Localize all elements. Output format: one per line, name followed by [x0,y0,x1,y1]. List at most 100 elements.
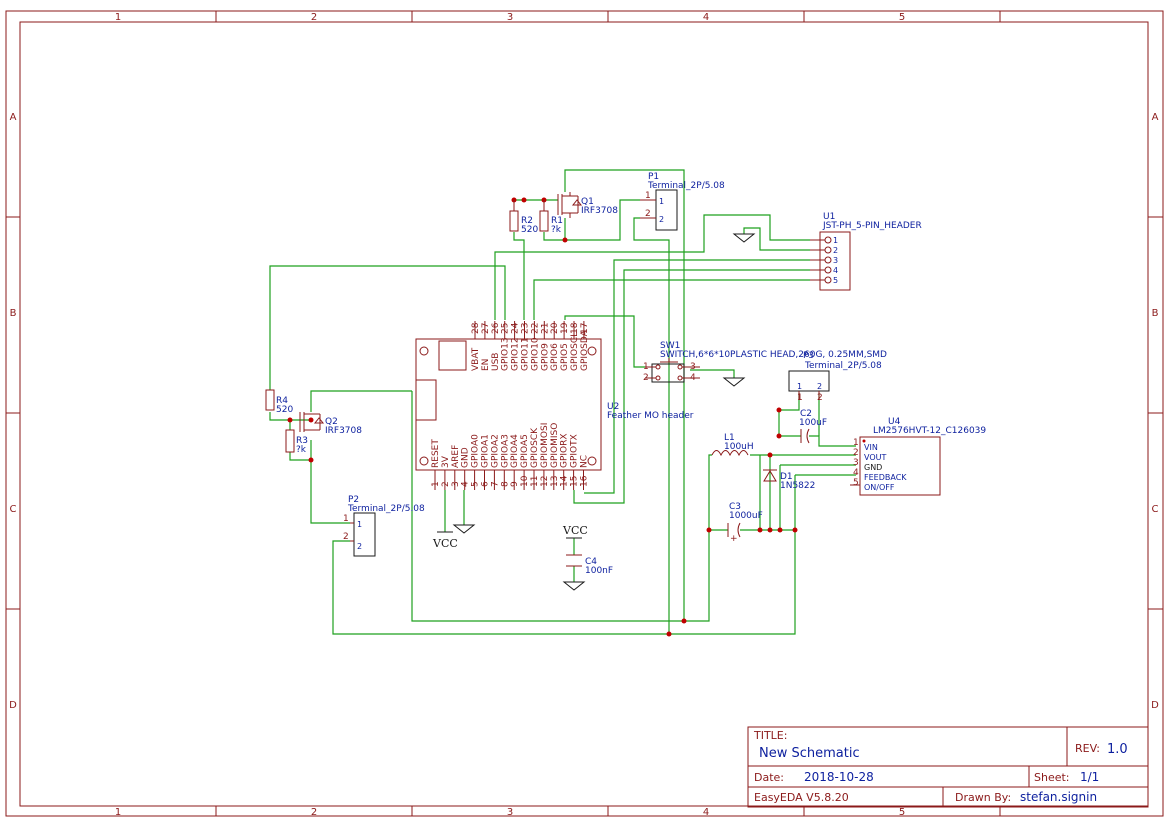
rev-label: REV: [1075,742,1100,755]
u2-bottom-pin-number: 10 [520,475,530,487]
u4-ref: U4 [888,417,901,427]
u2-bottom-pin-number: 8 [500,481,510,487]
u2-top-pin-number: 27 [481,323,491,334]
r1-value: ?k [551,225,562,235]
junction-dot [776,407,782,413]
c3-value: 1000uF [729,511,763,521]
u4-pin-num: 1 [853,438,859,448]
frame-col-label: 2 [311,807,317,818]
component-sw1[interactable]: SW1 SWITCH,6*6*10PLASTIC HEAD,260G, 0.25… [643,341,887,383]
u2-bottom-pins: 1RESET23V3AREF4GND5GPIOA06GPIOA17GPIOA28… [431,423,590,490]
component-l1[interactable]: L1 100uH [711,433,754,457]
u2-bottom-pin-name: RESET [431,439,441,468]
u2-bottom-pin-name: GPIOA2 [490,434,500,468]
u4-pin-name: VIN [864,443,878,452]
u2-bottom-pin-name: GPIOA0 [471,434,481,468]
u2-top-pin-number: 28 [471,322,481,334]
component-r3[interactable]: R3 ?k [285,429,308,455]
component-p1[interactable]: P1 Terminal_2P/5.08 1 2 1 2 [640,172,725,231]
u2-top-pin-name: GPIOSDA [580,329,590,371]
u2-bottom-pin-name: AREF [451,445,461,468]
frame-col-label: 3 [507,12,513,23]
component-c4[interactable]: C4 100nF [566,554,613,576]
vcc-net-label: VCC [562,524,588,537]
u2-bottom-pin-name: GPIOMISO [550,423,560,468]
p2-pin-num: 1 [343,514,349,524]
r4-value: 520 [276,405,293,415]
junction-dot [706,527,712,533]
component-r2[interactable]: R2 520 [509,200,538,235]
u2-bottom-pin-name: GPIOA3 [500,434,510,468]
gnd-symbol [562,581,586,591]
l1-value: 100uH [724,442,754,452]
u2-bottom-pin-number: 4 [461,481,471,487]
r1-ref: R1 [551,216,563,226]
u2-top-pin-name: EN [481,359,491,371]
u2-bottom-pin-name: 3V [441,455,451,468]
u2-top-pin-number: 24 [511,322,521,334]
frame-row-label: C [1152,504,1159,515]
gnd-symbol [452,524,476,534]
junction-dot [681,618,687,624]
sw1-pin-num: 1 [643,362,649,372]
component-c3[interactable]: + C3 1000uF [727,502,763,544]
frame-row-label: D [9,700,17,711]
component-c2[interactable]: C2 100uF [799,409,827,444]
title-label: TITLE: [753,729,787,742]
u2-bottom-pin-number: 16 [580,475,590,487]
frame-row-label: D [1151,700,1159,711]
u4-pin-name: VOUT [864,453,886,462]
component-q1[interactable]: Q1 IRF3708 [557,192,618,218]
u2-top-pin-number: 26 [491,322,501,334]
d1-value: 1N5822 [780,481,815,491]
u2-top-pin-name: GPIO12 [511,337,521,371]
component-r1[interactable]: R1 ?k [539,200,563,235]
junction-dot [767,527,773,533]
u2-bottom-pin-name: NC [580,455,590,468]
u2-top-pin-name: USB [491,353,501,371]
component-d1[interactable]: D1 1N5822 [763,469,815,491]
u2-bottom-pin-number: 15 [570,476,580,487]
u2-top-pin-name: VBAT [471,347,481,371]
u2-top-pin-number: 17 [580,323,590,334]
u2-top-pin-name: GPIO13 [501,337,511,371]
title-block: TITLE: New Schematic REV: 1.0 Date: 2018… [747,726,1149,808]
p1-ref: P1 [648,172,659,182]
u2-bottom-pin-number: 12 [540,476,550,487]
u1-pin-num: 1 [833,236,838,245]
component-p2[interactable]: P2 Terminal_2P/5.08 1 2 1 2 [343,495,425,557]
u2-bottom-pin-name: GPIOA4 [510,434,520,468]
junctions [287,197,798,637]
component-u4[interactable]: U4 LM2576HVT-12_C126039 VIN VOUT GND FEE… [850,417,986,496]
c2-value: 100uF [799,418,827,428]
component-p3[interactable]: P3 Terminal_2P/5.08 1 2 1 2 [788,351,882,403]
u1-pin-num: 4 [833,266,838,275]
r3-ref: R3 [296,436,308,446]
component-r4[interactable]: R4 520 [265,389,293,415]
sw1-ref: SW1 [660,341,680,351]
drawn-by-label: Drawn By: [955,791,1011,804]
u2-bottom-pin-number: 13 [550,476,560,487]
junction-dot [757,527,763,533]
vcc-symbol: VCC [562,524,588,539]
sheet-label: Sheet: [1034,771,1070,784]
u1-pin-num: 3 [833,256,838,265]
p2-ref: P2 [348,495,359,505]
u2-value: Feather MO header [607,411,694,421]
sw1-pin-num: 2 [643,373,649,383]
component-q2[interactable]: Q2 IRF3708 [299,412,362,436]
u1-pin-num: 2 [833,246,838,255]
l1-ref: L1 [724,433,735,443]
u2-top-pin-number: 25 [501,323,511,334]
sw1-pin-num: 3 [690,362,696,372]
u2-bottom-pin-name: GPIOTX [570,434,580,468]
component-u1[interactable]: U1 JST-PH_5-PIN_HEADER 1 2 3 4 5 [810,212,922,291]
u1-ref: U1 [823,212,835,222]
u2-ref: U2 [607,402,619,412]
p1-pin-name: 1 [659,197,664,206]
p2-value: Terminal_2P/5.08 [347,504,425,514]
software-label: EasyEDA V5.8.20 [754,791,849,804]
component-u2[interactable]: U2 Feather MO header 28VBAT27EN26USB25GP… [415,321,694,490]
